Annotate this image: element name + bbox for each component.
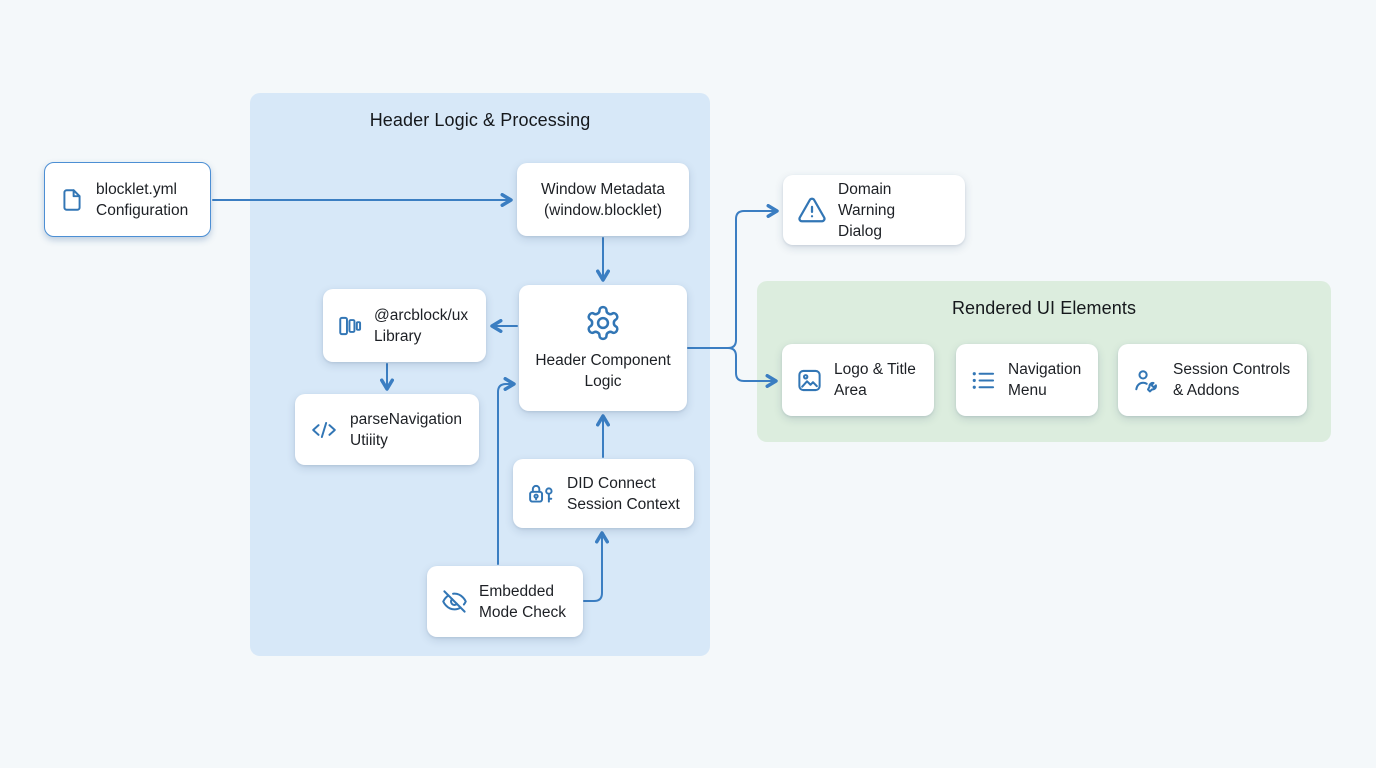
list-icon (972, 371, 995, 389)
node-embedded-mode-check: Embedded Mode Check (427, 566, 583, 637)
node-navigation-menu: Navigation Menu (956, 344, 1098, 416)
lock-key-icon (529, 484, 553, 503)
warning-icon (798, 197, 826, 223)
node-label: DID Connect Session Context (567, 474, 680, 513)
node-did-connect-session-context: DID Connect Session Context (513, 459, 694, 528)
node-logo-title-area: Logo & Title Area (782, 344, 934, 416)
node-session-controls-addons: Session Controls & Addons (1118, 344, 1307, 416)
image-icon (798, 369, 821, 391)
node-label: Header Component Logic (535, 352, 671, 390)
node-window-metadata: Window Metadata (window.blocklet) (517, 163, 689, 236)
file-icon (63, 188, 81, 211)
node-label: Navigation Menu (1008, 361, 1082, 399)
node-label: Logo & Title Area (834, 361, 916, 399)
node-label: parseNavigation Utiiity (350, 410, 463, 449)
eye-off-icon (442, 590, 467, 613)
node-parse-navigation-utility: parseNavigation Utiiity (295, 394, 479, 465)
code-icon (312, 421, 336, 438)
node-label: Window Metadata (window.blocklet) (540, 180, 666, 219)
node-label: Embedded Mode Check (479, 582, 567, 621)
node-label: blocklet.yml Configuration (96, 180, 189, 219)
node-label: Domain Warning Dialog (838, 180, 896, 240)
node-arcblock-ux-library: @arcblock/ux Library (323, 289, 486, 362)
gear-icon (587, 305, 619, 341)
group-rendered-ui-title: Rendered UI Elements (951, 298, 1137, 318)
library-icon (339, 316, 362, 335)
node-header-component-logic: Header Component Logic (519, 285, 687, 411)
user-wrench-icon (1135, 369, 1157, 392)
group-header-logic-title: Header Logic & Processing (369, 110, 591, 130)
node-label: Session Controls & Addons (1173, 361, 1291, 399)
node-label: @arcblock/ux Library (374, 306, 469, 345)
node-blocklet-yml-configuration: blocklet.yml Configuration (44, 162, 211, 237)
node-domain-warning-dialog: Domain Warning Dialog (783, 175, 965, 245)
